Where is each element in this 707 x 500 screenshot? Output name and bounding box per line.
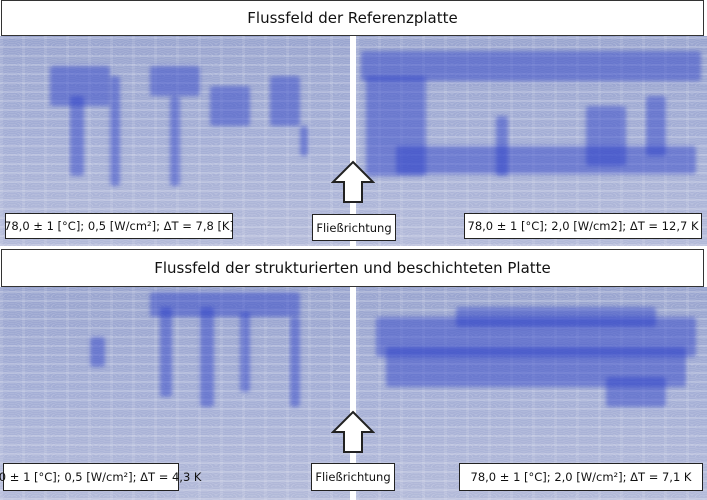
condition-label-right: 78,0 ± 1 [°C]; 2,0 [W/cm2]; ΔT = 12,7 K xyxy=(464,213,702,239)
dye-streak xyxy=(90,337,105,367)
condition-label-left: 78,0 ± 1 [°C]; 0,5 [W/cm²]; ΔT = 4,3 K xyxy=(0,463,201,491)
dye-streak xyxy=(110,76,120,186)
dye-streak xyxy=(160,307,172,397)
dye-streak xyxy=(646,96,666,156)
panel-title-structured: Flussfeld der strukturierten und beschic… xyxy=(1,249,704,287)
dye-streak xyxy=(361,51,701,81)
dye-streak xyxy=(210,86,250,126)
dye-streak xyxy=(456,307,656,327)
flow-direction-label: Fließrichtung xyxy=(311,463,395,491)
dye-streak xyxy=(200,307,214,407)
dye-streak xyxy=(50,66,110,106)
flow-photo-reference-low-flux xyxy=(0,36,350,246)
flow-direction-arrow-icon xyxy=(331,160,375,203)
dye-streak xyxy=(270,76,300,126)
dye-streak xyxy=(300,126,308,156)
dye-streak xyxy=(606,377,666,407)
plate-texture xyxy=(356,36,707,246)
dye-streak xyxy=(290,317,300,407)
flow-direction-label: Fließrichtung xyxy=(312,214,396,241)
dye-streak xyxy=(70,96,84,176)
condition-label-left: 78,0 ± 1 [°C]; 0,5 [W/cm²]; ΔT = 7,8 [K] xyxy=(4,213,234,239)
dye-streak xyxy=(170,96,180,186)
dye-streak xyxy=(366,76,426,176)
plate-texture xyxy=(0,36,350,246)
panel-title-reference: Flussfeld der Referenzplatte xyxy=(1,0,704,36)
dye-streak xyxy=(150,66,200,96)
condition-label-right: 78,0 ± 1 [°C]; 2,0 [W/cm²]; ΔT = 7,1 K xyxy=(459,463,703,491)
photo-divider xyxy=(350,287,356,500)
dye-streak xyxy=(396,146,696,174)
dye-streak xyxy=(150,292,300,317)
dye-streak xyxy=(376,317,696,357)
flow-direction-arrow-icon xyxy=(331,410,375,453)
flow-photo-reference-high-flux xyxy=(356,36,707,246)
dye-streak xyxy=(386,347,686,387)
dye-streak xyxy=(586,106,626,166)
dye-streak xyxy=(496,116,508,176)
photo-divider xyxy=(350,36,356,246)
dye-streak xyxy=(240,312,250,392)
flow-photo-structured-low-flux xyxy=(0,287,350,500)
